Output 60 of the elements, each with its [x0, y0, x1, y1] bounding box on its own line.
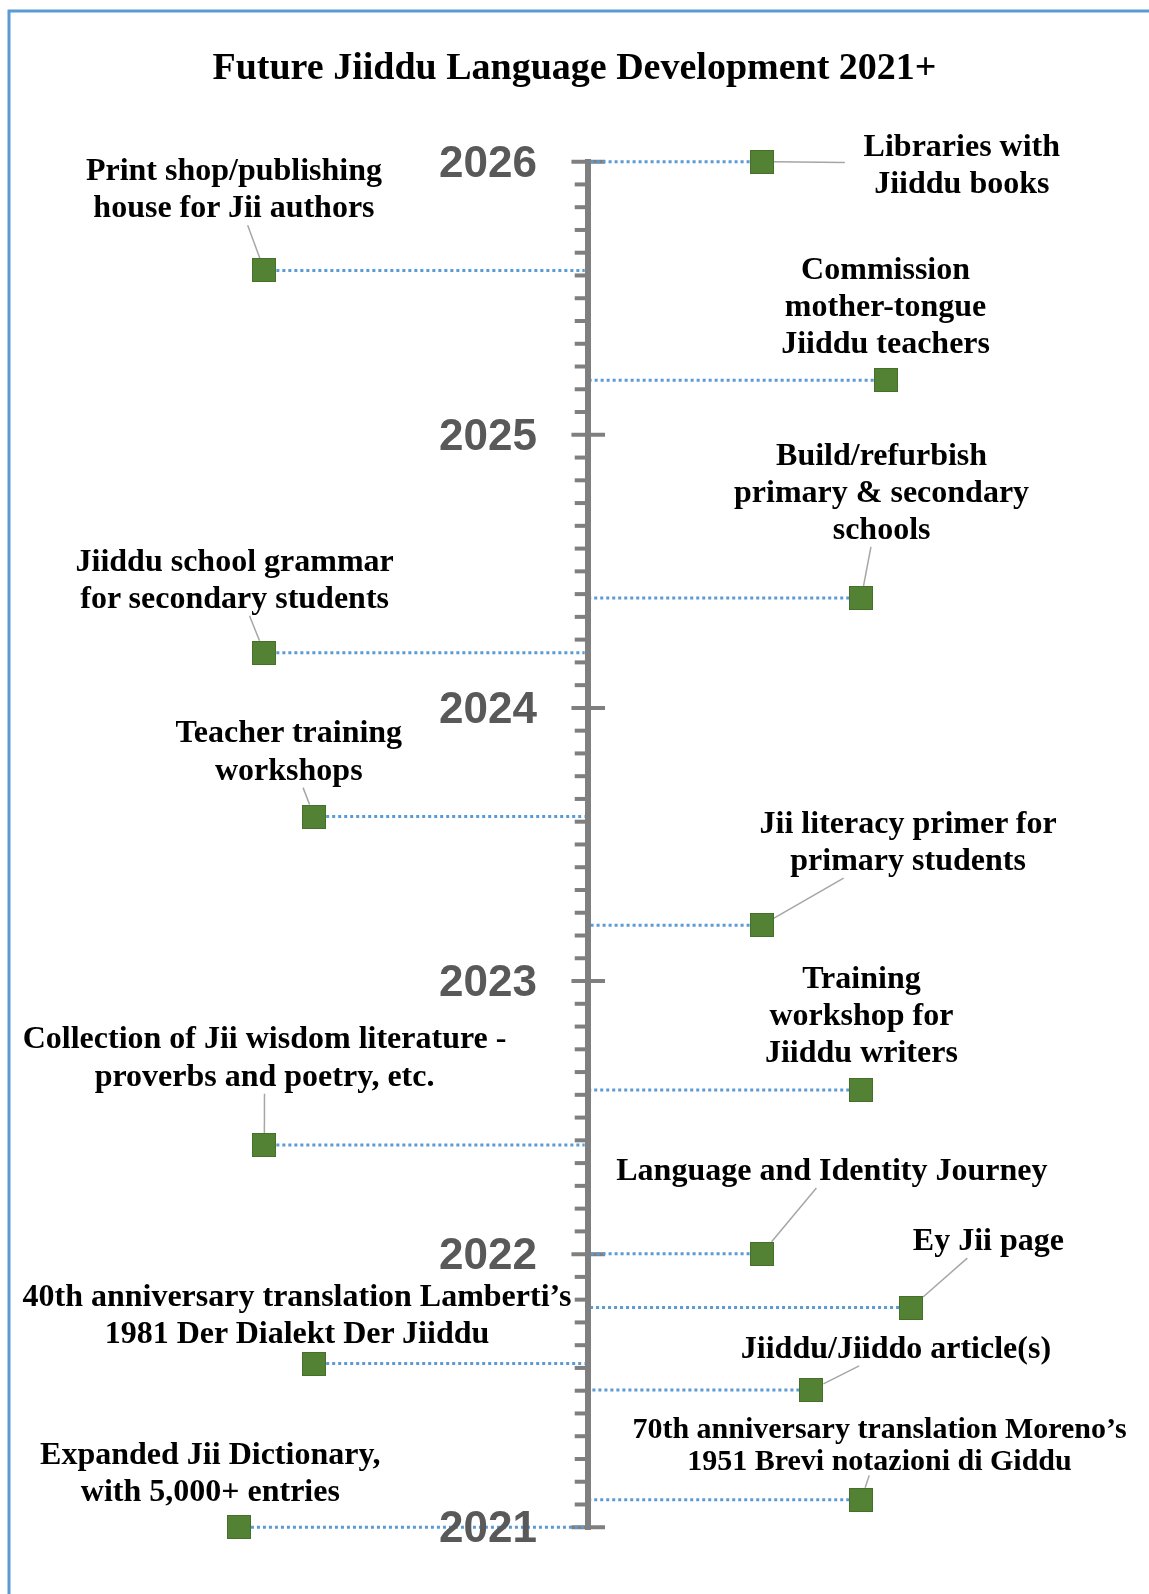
- leader-line: [770, 1187, 818, 1243]
- event-label: Language and Identity Journey: [616, 1150, 1048, 1188]
- dotted-connector: [276, 651, 585, 655]
- timeline-marker: [799, 1378, 824, 1402]
- event-label: Jii literacy primer for primary students: [750, 803, 1066, 879]
- timeline-marker: [849, 585, 874, 610]
- leader-line: [263, 1092, 266, 1134]
- event-label: Teacher training workshops: [166, 713, 411, 788]
- leader-line: [922, 1257, 969, 1298]
- dotted-connector: [276, 268, 585, 272]
- dotted-connector: [326, 815, 585, 818]
- event-label: Print shop/publishing house for Jii authors: [76, 151, 392, 226]
- timeline-marker: [252, 640, 277, 665]
- event-label: Collection of Jii wisdom literature - proverbs and poetry, etc.: [10, 1019, 519, 1094]
- title: Future Jiiddu Language Development 2021+: [211, 44, 938, 88]
- leader-line: [822, 1365, 860, 1385]
- timeline-marker: [749, 913, 774, 938]
- leader-line: [862, 546, 872, 587]
- event-label: Training workshop for Jiiddu writers: [759, 959, 964, 1071]
- timeline-marker: [252, 1132, 277, 1157]
- dotted-connector: [590, 378, 874, 382]
- timeline-marker: [849, 1078, 874, 1102]
- year-label: 2024: [438, 685, 537, 730]
- leader-line: [246, 224, 261, 260]
- event-label: Libraries with Jiiddu books: [844, 126, 1079, 201]
- event-label: Expanded Jii Dictionary, with 5,000+ entries: [34, 1435, 386, 1510]
- year-label: 2022: [438, 1232, 537, 1277]
- timeline-marker: [749, 149, 774, 174]
- timeline-marker: [302, 1351, 327, 1376]
- timeline-axis: [584, 158, 591, 1531]
- event-label: Commission mother-tongue Jiiddu teachers: [768, 249, 1003, 361]
- timeline-marker: [302, 804, 327, 829]
- timeline-marker: [226, 1515, 251, 1540]
- event-label: 40th anniversary translation Lamberti’s 1981 Der Dialekt Der Jiiddu: [19, 1276, 575, 1351]
- year-label: 2023: [438, 959, 537, 1003]
- leader-line: [864, 1474, 870, 1489]
- dotted-connector: [590, 1306, 900, 1310]
- dotted-connector: [590, 923, 750, 927]
- event-label: 70th anniversary translation Moreno’s 1951 Brevi notazioni di Giddu: [610, 1412, 1149, 1476]
- leader-line: [772, 161, 846, 164]
- leader-line: [772, 877, 845, 920]
- event-label: Ey Jii page: [912, 1221, 1064, 1259]
- timeline-marker: [252, 258, 277, 283]
- year-label: 2025: [438, 412, 537, 457]
- leader-line: [302, 786, 311, 806]
- timeline-marker: [873, 368, 898, 393]
- dotted-connector: [590, 1252, 750, 1256]
- dotted-connector: [590, 1388, 800, 1392]
- dotted-connector: [326, 1362, 585, 1366]
- year-label: 2021: [438, 1505, 537, 1550]
- dotted-connector: [250, 1525, 585, 1529]
- dotted-connector: [590, 160, 750, 164]
- timeline-marker: [899, 1295, 924, 1320]
- event-label: Jiiddu/Jiiddo article(s): [740, 1328, 1052, 1366]
- timeline-marker: [749, 1241, 774, 1266]
- event-label: Build/refurbish primary & secondary schools: [729, 435, 1035, 547]
- event-label: Jiiddu school grammar for secondary students: [66, 541, 403, 616]
- dotted-connector: [276, 1143, 585, 1147]
- timeline-marker: [849, 1487, 874, 1512]
- leader-line: [248, 615, 261, 642]
